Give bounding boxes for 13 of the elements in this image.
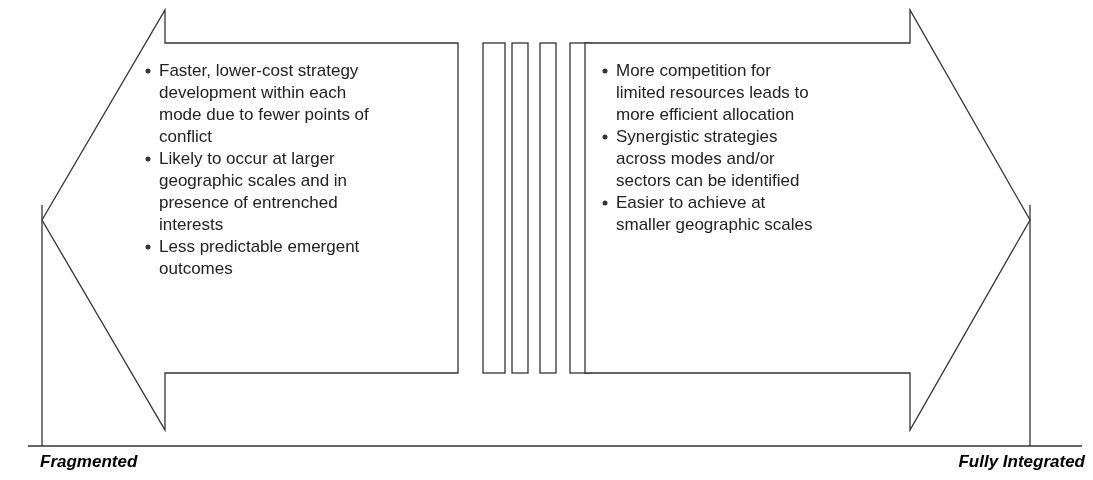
axis-end-label: Fragmented: [40, 452, 138, 472]
vertical-bar: [540, 43, 556, 373]
bullet-text: Synergistic strategies across modes and/or sectors can be identified: [616, 126, 801, 192]
axis-end-label: Fully Integrated: [958, 452, 1085, 472]
bullet-text: Faster, lower-cost strategy development within each mode due to fewer points of conflict: [159, 60, 370, 148]
vertical-bar: [512, 43, 528, 373]
vertical-bar: [483, 43, 505, 373]
bullet-text: Likely to occur at larger geographic scales and in presence of entrenched interests: [159, 148, 349, 236]
bullet-text: More competition for limited resources leads to more efficient allocation: [616, 60, 810, 126]
left-arrow-shape: [42, 10, 462, 430]
bullet-text: Less predictable emergent outcomes: [159, 236, 361, 280]
right-arrow-shape: [585, 10, 1030, 430]
bullet-text: Easier to achieve at smaller geographic scales: [616, 192, 814, 236]
